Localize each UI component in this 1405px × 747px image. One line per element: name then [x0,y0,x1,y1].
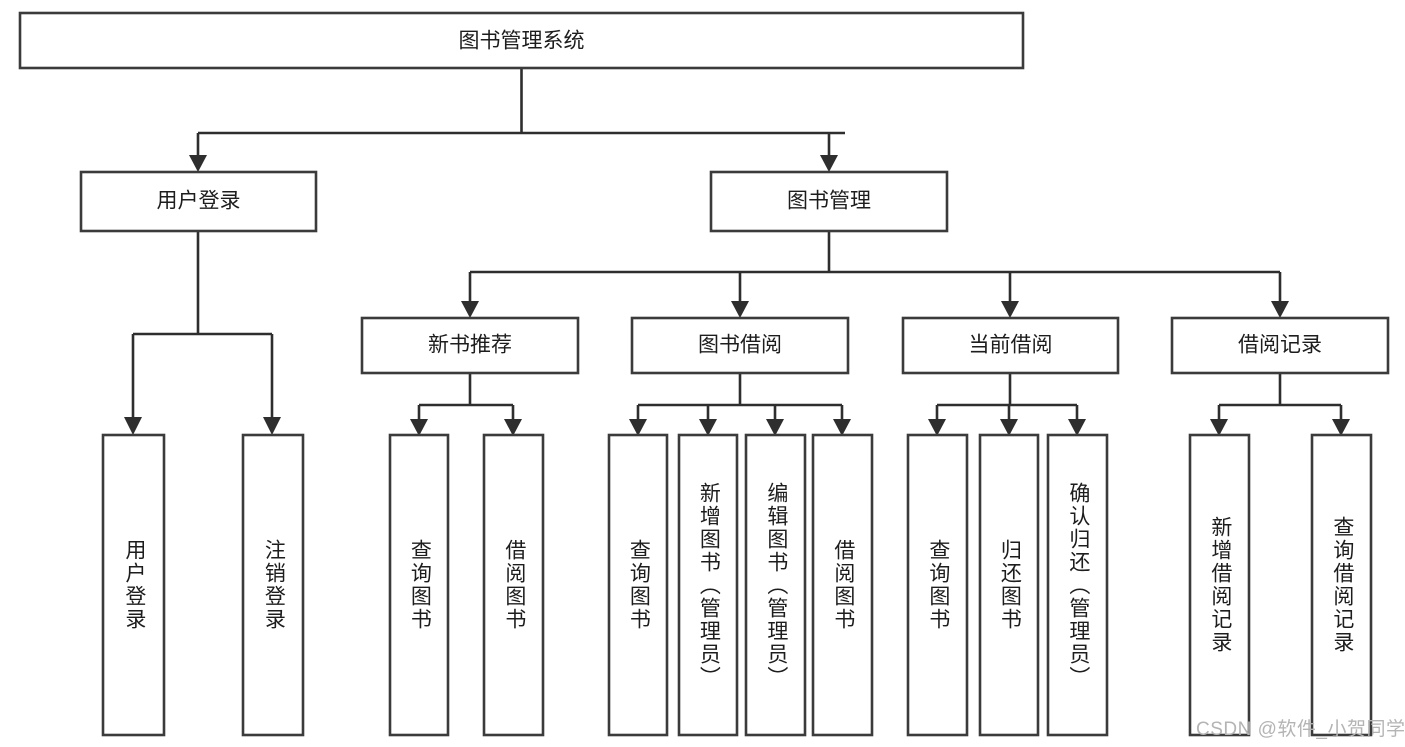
nodes-group: 图书管理系统 用户登录 图书管理 新书推荐 图书借阅 当前借阅 借阅记录 [18,11,1390,737]
arrow-bookmanage-to-borrowrecord [1271,301,1289,318]
node-leaf-edit-book-box[interactable] [744,433,807,737]
node-root-box[interactable] [18,11,1025,70]
arrow-bookmanage-to-newbook [461,301,479,318]
arrow-newbook-to-leaf2 [504,419,522,436]
node-leaf-borrow-book-2-box[interactable] [811,433,874,737]
arrow-root-to-user-login [189,155,207,172]
node-new-book-rec-box[interactable] [360,316,580,375]
node-leaf-borrow-book-1-box[interactable] [482,433,545,737]
node-user-login-label: 用户登录 [157,190,241,213]
node-leaf-query-record-box[interactable] [1310,433,1373,737]
node-leaf-add-record-box[interactable] [1188,433,1251,737]
arrow-userlogin-to-leaf2 [263,417,281,435]
arrow-currentborrow-to-leaf2 [1000,419,1018,436]
node-book-manage-label: 图书管理 [787,190,871,213]
arrow-currentborrow-to-leaf1 [928,419,946,436]
arrow-bookmanage-to-currentborrow [1001,301,1019,318]
node-book-borrow-label: 图书借阅 [698,334,782,357]
node-leaf-query-book-1-box[interactable] [388,433,450,737]
node-current-borrow-box[interactable] [901,316,1120,375]
arrow-bookborrow-to-leaf3 [766,419,784,436]
node-book-borrow-box[interactable] [630,316,850,375]
csdn-watermark: CSDN @软件_小贺同学 [1196,719,1405,740]
arrow-bookborrow-to-leaf1 [629,419,647,436]
node-leaf-logout-box[interactable] [241,433,305,737]
arrow-borrowrecord-to-leaf1 [1210,419,1228,436]
node-leaf-add-book-box[interactable] [677,433,739,737]
arrow-currentborrow-to-leaf3 [1068,419,1086,436]
node-user-login-box[interactable] [79,170,318,233]
arrow-bookborrow-to-leaf4 [833,419,851,436]
node-borrow-record-box[interactable] [1170,316,1390,375]
arrow-borrowrecord-to-leaf2 [1332,419,1350,436]
node-leaf-user-login-box[interactable] [101,433,166,737]
arrow-bookborrow-to-leaf2 [699,419,717,436]
arrow-userlogin-to-leaf1 [124,417,142,435]
connectors-group [124,68,1350,436]
node-new-book-rec-label: 新书推荐 [428,334,512,357]
node-book-manage-box[interactable] [709,170,949,233]
node-leaf-return-book-box[interactable] [978,433,1040,737]
node-borrow-record-label: 借阅记录 [1238,334,1322,357]
node-leaf-query-book-3-box[interactable] [906,433,969,737]
node-root-label: 图书管理系统 [459,30,585,53]
arrow-newbook-to-leaf1 [410,419,428,436]
arrow-bookmanage-to-bookborrow [731,301,749,318]
arrow-root-to-book-manage [820,155,838,172]
node-leaf-confirm-return-box[interactable] [1046,433,1109,737]
node-leaf-query-book-2-box[interactable] [607,433,669,737]
node-current-borrow-label: 当前借阅 [969,334,1053,357]
